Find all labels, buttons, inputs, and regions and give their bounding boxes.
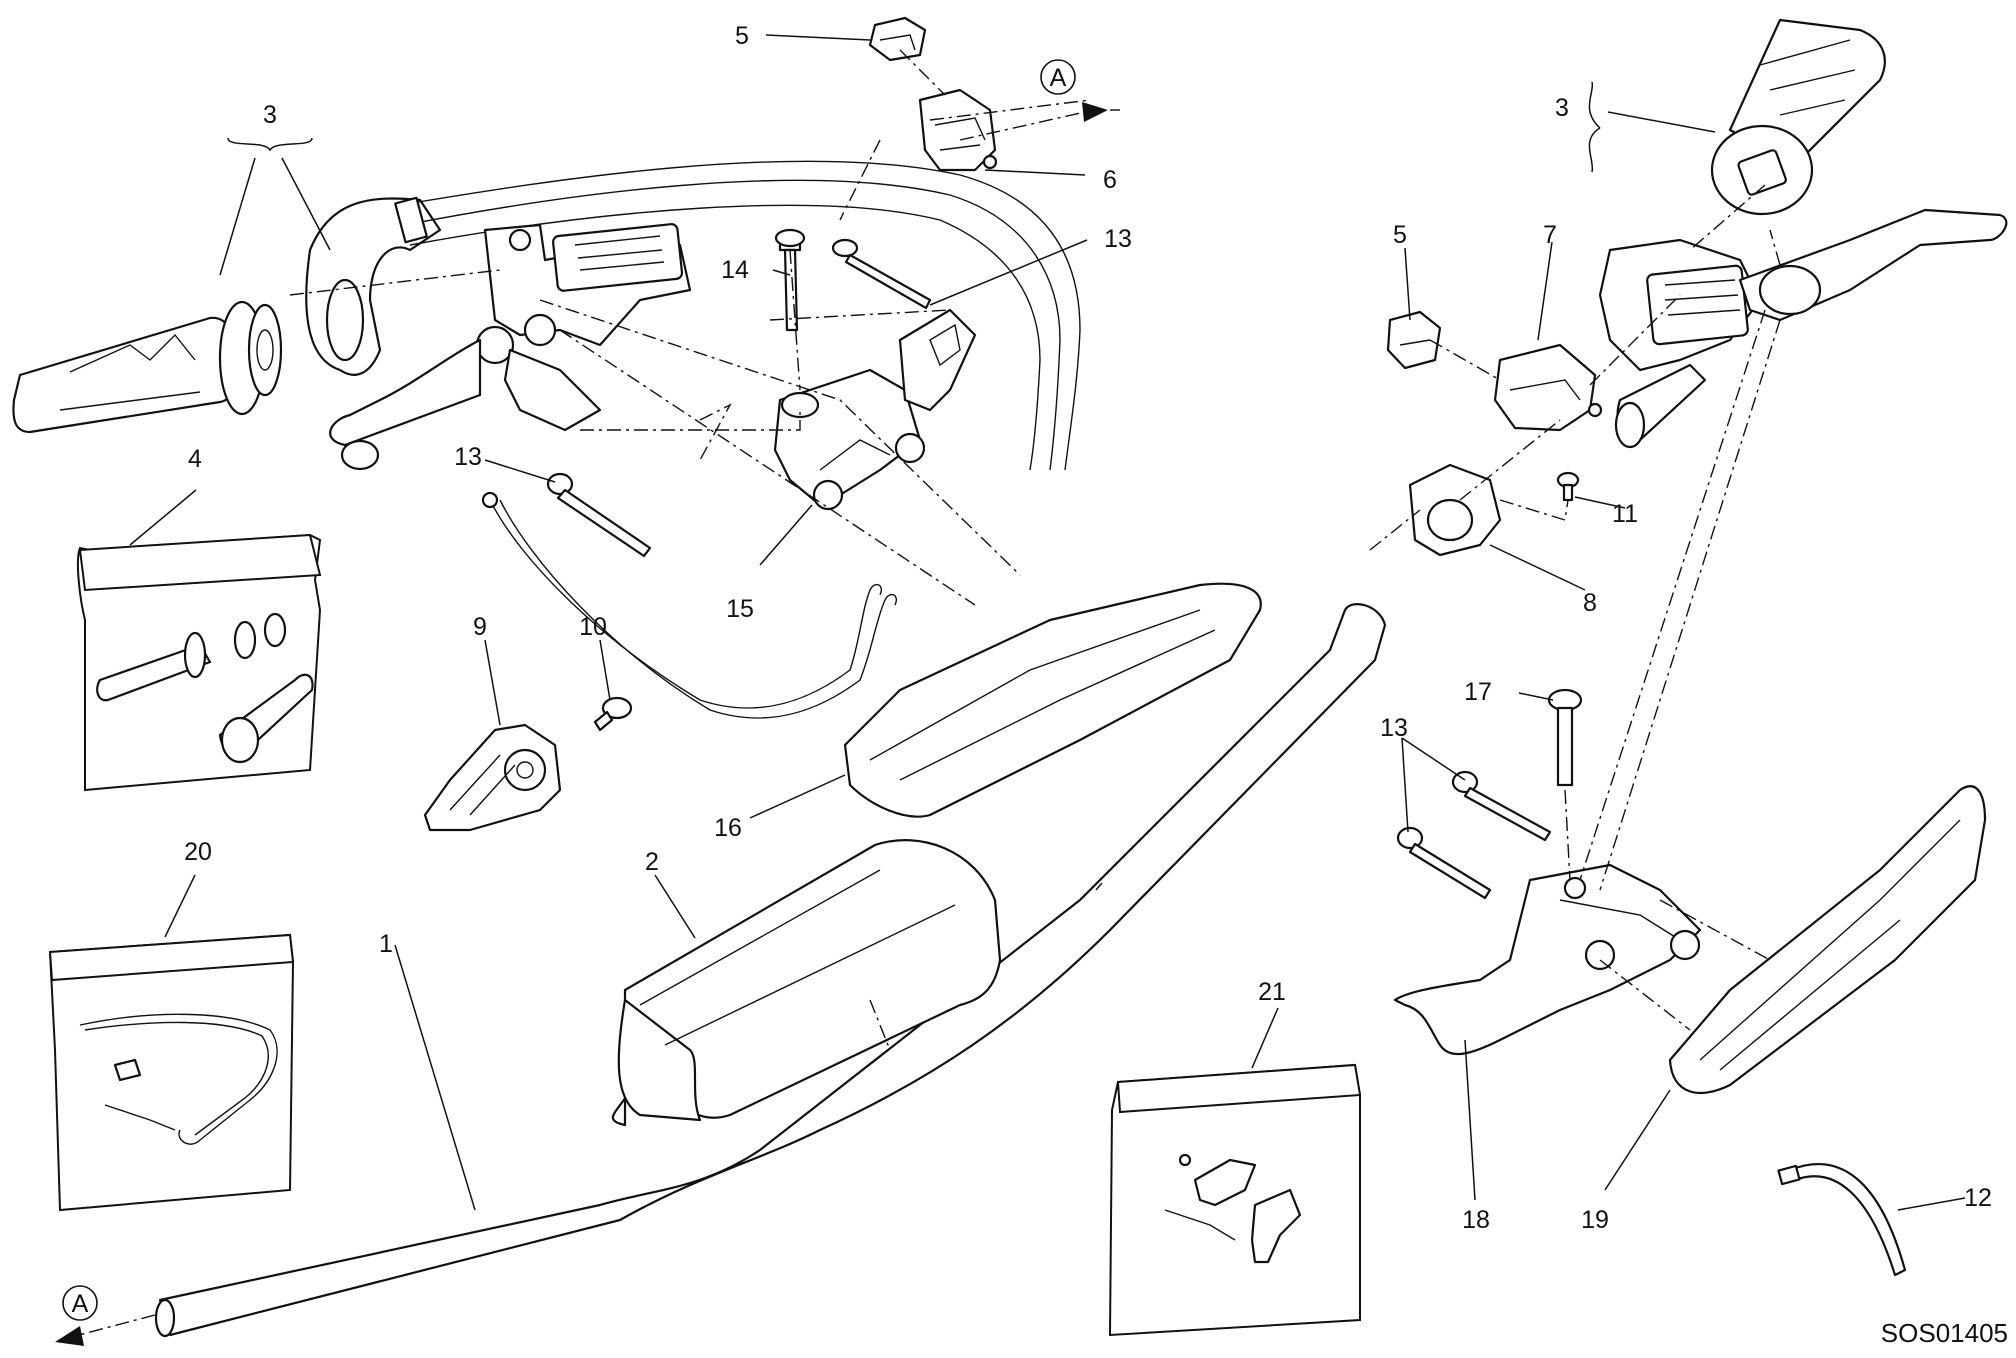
callout-10: 10 (579, 613, 607, 641)
reference-label-bottom: A (72, 1290, 89, 1318)
callout-9: 9 (473, 613, 487, 641)
kit-card-21 (1108, 1063, 1362, 1337)
right-clip-5 (1386, 310, 1442, 370)
left-clip-5 (868, 16, 927, 62)
reference-circle-top (1040, 59, 1076, 95)
kit-card-4 (76, 533, 322, 792)
callout-8: 8 (1583, 589, 1597, 617)
callout-13-right: 13 (1380, 714, 1408, 742)
callout-1: 1 (379, 930, 393, 958)
callout-17: 17 (1464, 678, 1492, 706)
callout-20: 20 (184, 838, 212, 866)
callout-18: 18 (1462, 1206, 1490, 1234)
left-switch-housing (773, 308, 977, 511)
left-clutch-master-cylinder (329, 223, 692, 471)
callout-5-left: 5 (735, 22, 749, 50)
right-clamp-7 (1493, 343, 1603, 432)
left-grip (12, 300, 283, 434)
callout-5-right: 5 (1393, 221, 1407, 249)
handlebar (154, 603, 1387, 1338)
callout-13-left-upper: 13 (1104, 225, 1132, 253)
screw-13-upper (831, 238, 932, 310)
callout-7: 7 (1543, 221, 1557, 249)
callout-14: 14 (721, 256, 749, 284)
right-clamp-8 (1408, 463, 1502, 557)
screw-13-right-lower (1396, 826, 1492, 900)
reference-circle-bottom (62, 1285, 98, 1321)
right-grip (1710, 18, 1886, 216)
callout-13-left-lower: 13 (454, 443, 482, 471)
diagram-code: SOS01405 (1881, 1318, 2008, 1348)
reference-arrow-top (959, 102, 1108, 141)
throttle-cable-housing (305, 160, 1081, 471)
reference-label-top: A (1050, 64, 1067, 92)
screw-11 (1556, 471, 1580, 502)
right-handguard-mount (1393, 863, 1702, 1056)
left-handguard (843, 582, 1262, 818)
right-brake-master-cylinder (1598, 208, 2008, 449)
throttle-cover (423, 723, 562, 832)
callout-3-right: 3 (1555, 94, 1569, 122)
callout-21: 21 (1258, 978, 1286, 1006)
callout-2: 2 (645, 848, 659, 876)
callout-6: 6 (1103, 166, 1117, 194)
leader-lines (129, 34, 1966, 1211)
reference-arrow-bottom (55, 1314, 156, 1346)
assembly-guide-lines (289, 49, 1781, 1031)
callout-3-left: 3 (263, 101, 277, 129)
callout-19: 19 (1581, 1206, 1609, 1234)
callout-4: 4 (188, 445, 202, 473)
screw-10 (593, 696, 633, 732)
left-clamp-6 (918, 88, 998, 172)
screw-17 (1547, 688, 1583, 787)
screw-14 (774, 228, 806, 332)
kit-card-20 (48, 933, 295, 1212)
callouts: 3 5 6 4 13 14 13 15 16 9 10 3 5 7 11 8 1… (184, 22, 1992, 1234)
screw-13-lower (546, 472, 652, 558)
handlebar-pad (611, 839, 1002, 1127)
screw-13-right-upper (1451, 770, 1552, 842)
right-handguard (1668, 785, 1987, 1094)
callout-11: 11 (1612, 500, 1638, 528)
callout-16: 16 (714, 814, 742, 842)
callout-15: 15 (726, 595, 754, 623)
callout-12: 12 (1964, 1184, 1992, 1212)
cable-tie (1777, 1162, 1907, 1277)
throttle-cable (481, 491, 897, 719)
